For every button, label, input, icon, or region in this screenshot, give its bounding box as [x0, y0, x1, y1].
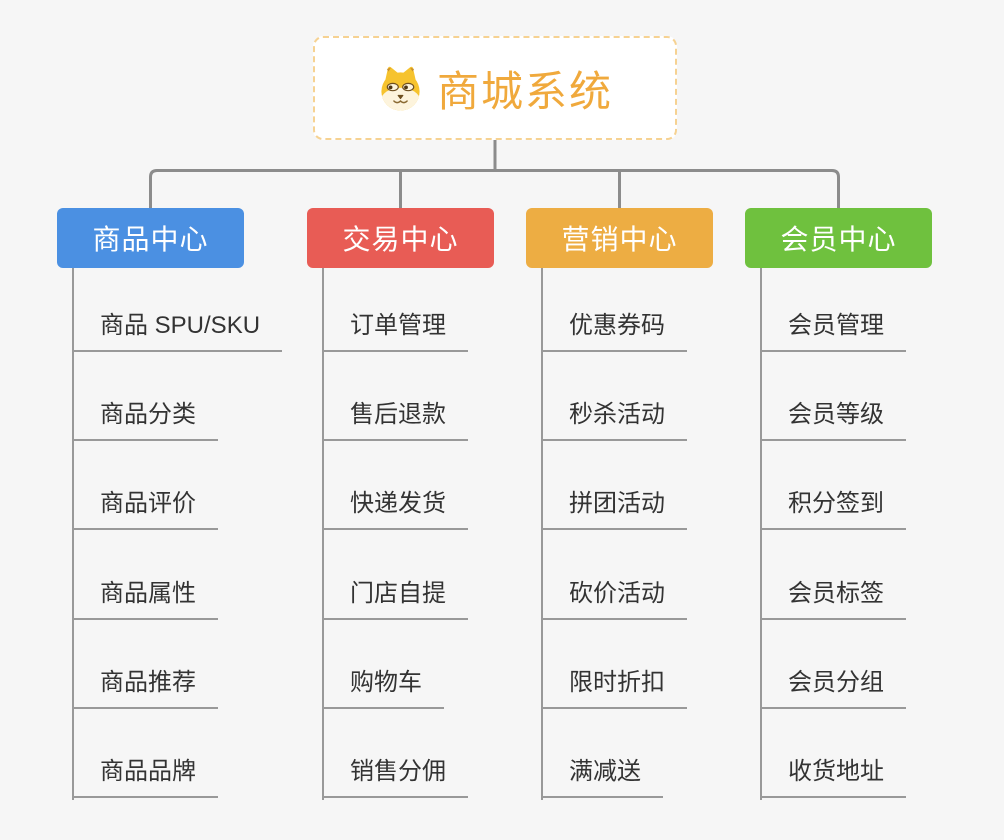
leaf-node[interactable]: 商品推荐	[72, 668, 218, 709]
leaf-node[interactable]: 商品评价	[72, 489, 218, 530]
branch-marketing-center: 营销中心 优惠券码 秒杀活动 拼团活动 砍价活动 限时折扣 满减送	[526, 208, 746, 800]
leaf-node[interactable]: 会员等级	[760, 400, 906, 441]
branch-connector-line	[72, 268, 74, 800]
branch-node-marketing-center[interactable]: 营销中心	[526, 208, 713, 268]
branch-connector-line	[541, 268, 543, 800]
leaf-node[interactable]: 售后退款	[322, 400, 468, 441]
branch-node-trade-center[interactable]: 交易中心	[307, 208, 494, 268]
branch-product-center: 商品中心 商品 SPU/SKU 商品分类 商品评价 商品属性 商品推荐 商品品牌	[57, 208, 283, 800]
branch-trade-center: 交易中心 订单管理 售后退款 快递发货 门店自提 购物车 销售分佣	[307, 208, 527, 800]
leaf-node[interactable]: 拼团活动	[541, 489, 687, 530]
dog-face-icon	[381, 66, 420, 111]
root-node-title: 商城系统	[436, 67, 613, 115]
leaf-node[interactable]: 优惠券码	[541, 311, 687, 352]
leaf-node[interactable]: 商品分类	[72, 400, 218, 441]
branch-node-product-center[interactable]: 商品中心	[57, 208, 244, 268]
branch-node-member-center[interactable]: 会员中心	[745, 208, 932, 268]
leaf-node[interactable]: 商品品牌	[72, 757, 218, 798]
leaf-node[interactable]: 购物车	[322, 668, 444, 709]
leaf-node[interactable]: 销售分佣	[322, 757, 468, 798]
branch-member-center: 会员中心 会员管理 会员等级 积分签到 会员标签 会员分组 收货地址	[745, 208, 965, 800]
leaf-node[interactable]: 会员管理	[760, 311, 906, 352]
leaf-node[interactable]: 会员分组	[760, 668, 906, 709]
leaf-node[interactable]: 积分签到	[760, 489, 906, 530]
leaf-node[interactable]: 商品 SPU/SKU	[72, 311, 283, 352]
leaf-node[interactable]: 砍价活动	[541, 579, 687, 620]
leaf-node[interactable]: 限时折扣	[541, 668, 687, 709]
leaf-node[interactable]: 订单管理	[322, 311, 468, 352]
root-node-mall-system[interactable]: 商城系统	[313, 36, 677, 140]
leaf-node[interactable]: 商品属性	[72, 579, 218, 620]
leaf-node[interactable]: 收货地址	[760, 757, 906, 798]
leaf-node[interactable]: 快递发货	[322, 489, 468, 530]
leaf-node[interactable]: 秒杀活动	[541, 400, 687, 441]
leaf-node[interactable]: 会员标签	[760, 579, 906, 620]
branch-connector-line	[322, 268, 324, 800]
branch-connector-line	[760, 268, 762, 800]
leaf-node[interactable]: 门店自提	[322, 579, 468, 620]
leaf-node[interactable]: 满减送	[541, 757, 663, 798]
